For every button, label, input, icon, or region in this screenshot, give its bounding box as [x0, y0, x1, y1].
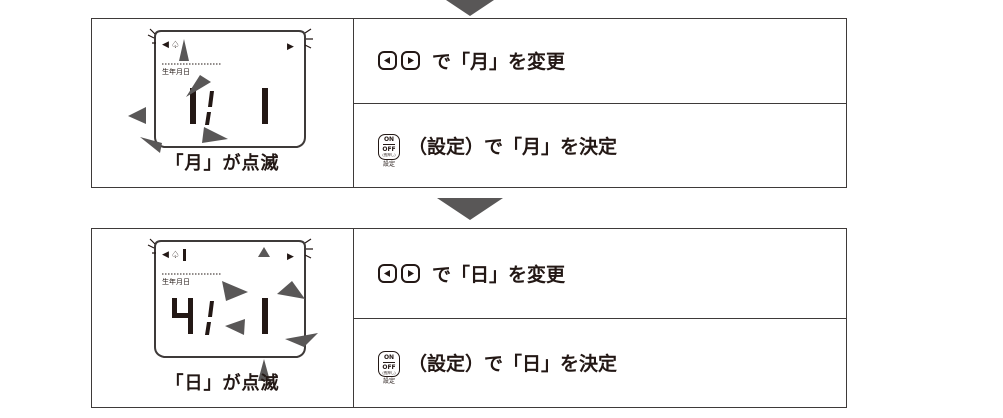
blink-pointer-icon — [258, 247, 270, 257]
left-key-icon — [378, 51, 397, 71]
step-day-caption: 「日」が点滅 — [165, 373, 280, 394]
step-day-row-confirm: ON OFF (長押し) 設定 （設定）で「日」を決定 — [354, 317, 846, 408]
step-month-caption: 「月」が点滅 — [165, 153, 280, 174]
step-day-display: ◀ ♤ ▶ 生年月日 「日」が点滅 — [92, 229, 354, 407]
step-day-change-text: で「日」を変更 — [432, 263, 566, 286]
step-day-confirm-text: （設定）で「日」を決定 — [408, 353, 618, 376]
step-day-instructions: で「日」を変更 ON OFF (長押し) 設定 （設定）で「日」を決定 — [354, 229, 846, 407]
lcd-label: 生年月日 — [162, 67, 190, 76]
right-key-icon — [401, 51, 420, 71]
svg-text:◀: ◀ — [162, 40, 169, 50]
svg-text:▶: ▶ — [287, 42, 294, 52]
step-month-panel: ◀ ♤ ▶ 生年月日 「月」が点滅 — [91, 18, 847, 188]
step-day-row-change: で「日」を変更 — [354, 229, 846, 318]
svg-text:♤: ♤ — [171, 250, 180, 261]
lcd-label: 生年月日 — [162, 277, 190, 286]
flow-arrow-top-icon — [437, 0, 503, 16]
lcd-display-day: ◀ ♤ ▶ 生年月日 — [147, 238, 318, 381]
step-month-confirm-text: （設定）で「月」を決定 — [408, 135, 618, 158]
step-day-panel: ◀ ♤ ▶ 生年月日 「日」が点滅 — [91, 228, 847, 408]
step-month-instructions: で「月」を変更 ON OFF (長押し) 設定 （設定）で「月」を決定 — [354, 19, 846, 187]
svg-text:◀: ◀ — [162, 250, 169, 260]
lcd-display-month: ◀ ♤ ▶ 生年月日 — [128, 28, 313, 153]
blink-pointer-icon — [179, 39, 189, 61]
right-key-icon — [401, 263, 420, 283]
flow-arrow-middle-icon — [437, 198, 503, 220]
step-month-display: ◀ ♤ ▶ 生年月日 「月」が点滅 — [92, 19, 354, 187]
onoff-key-icon: ON OFF (長押し) 設定 — [378, 133, 400, 169]
step-month-row-change: で「月」を変更 — [354, 19, 846, 103]
svg-text:♤: ♤ — [171, 40, 180, 51]
left-key-icon — [378, 263, 397, 283]
step-month-row-confirm: ON OFF (長押し) 設定 （設定）で「月」を決定 — [354, 102, 846, 188]
svg-text:▶: ▶ — [287, 252, 294, 262]
step-month-change-text: で「月」を変更 — [432, 51, 566, 74]
onoff-key-icon: ON OFF (長押し) 設定 — [378, 351, 400, 386]
